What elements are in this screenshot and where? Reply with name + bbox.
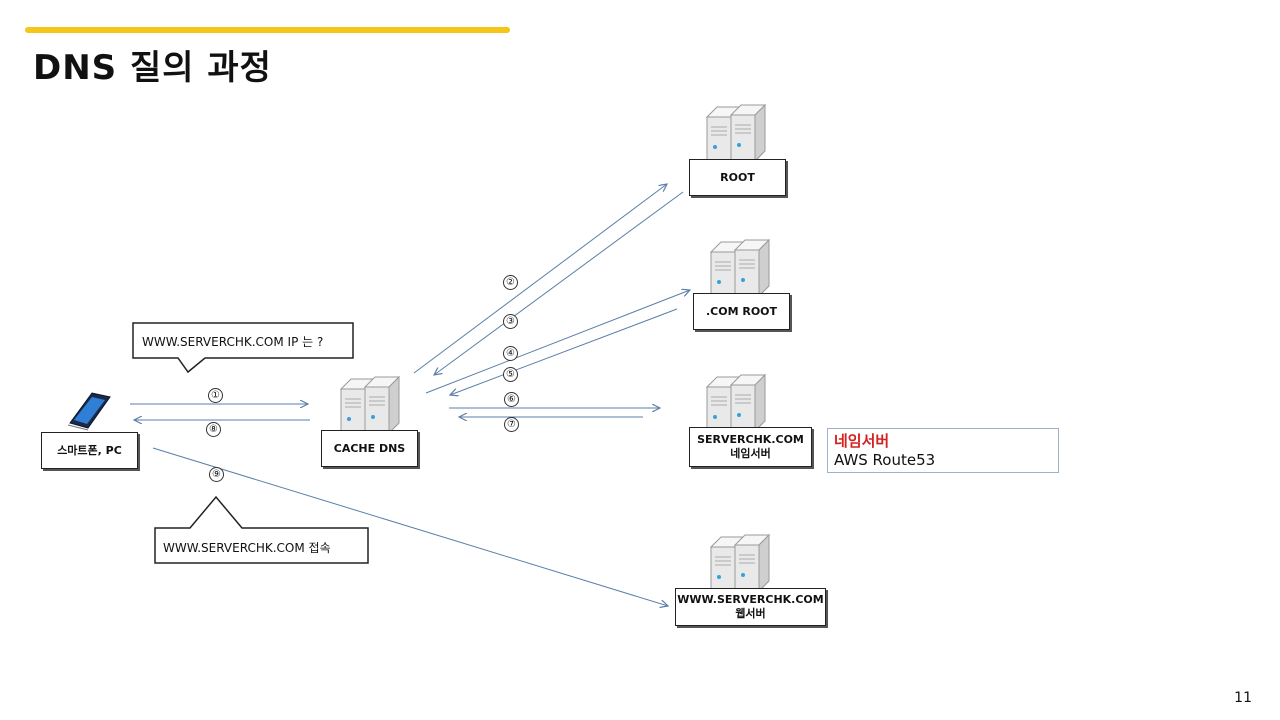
connect-bubble-text: WWW.SERVERCHK.COM 접속: [163, 541, 331, 555]
query-bubble-text: WWW.SERVERCHK.COM IP 는 ?: [142, 335, 324, 349]
step-marker-7: ⑦: [504, 417, 519, 432]
page-number: 11: [1234, 690, 1252, 706]
step-marker-1: ①: [208, 388, 223, 403]
nameserver-callout: 네임서버 AWS Route53: [827, 428, 1059, 473]
arrow-step-3: [434, 191, 684, 375]
step-marker-9: ⑨: [209, 467, 224, 482]
root-server-icon: [707, 105, 765, 163]
cache-dns-box: CACHE DNS: [321, 430, 418, 467]
arrow-step-9: [152, 447, 668, 606]
webserver-box: WWW.SERVERCHK.COM 웹서버: [675, 588, 826, 626]
arrow-step-2: [413, 184, 667, 374]
connect-bubble: [154, 495, 369, 564]
page-title: DNS 질의 과정: [33, 48, 272, 88]
step-marker-2: ②: [503, 275, 518, 290]
step-marker-6: ⑥: [504, 392, 519, 407]
callout-heading: 네임서버: [834, 432, 890, 450]
webserver-server-icon: [711, 535, 769, 593]
com-root-box: .COM ROOT: [693, 293, 790, 330]
step-marker-8: ⑧: [206, 422, 221, 437]
arrow-step-4: [425, 290, 690, 394]
arrow-step-5: [450, 308, 678, 395]
client-box: 스마트폰, PC: [41, 432, 138, 469]
step-marker-5: ⑤: [503, 367, 518, 382]
step-marker-4: ④: [503, 346, 518, 361]
smartphone-icon: [67, 392, 111, 431]
nameserver-server-icon: [707, 375, 765, 433]
nameserver-box: SERVERCHK.COM 네임서버: [689, 427, 812, 467]
com-root-server-icon: [711, 240, 769, 298]
callout-detail: AWS Route53: [834, 451, 936, 469]
root-box: ROOT: [689, 159, 786, 196]
query-bubble: [132, 322, 354, 374]
cache-dns-server-icon: [341, 377, 399, 435]
accent-bar: [25, 27, 510, 33]
step-marker-3: ③: [503, 314, 518, 329]
